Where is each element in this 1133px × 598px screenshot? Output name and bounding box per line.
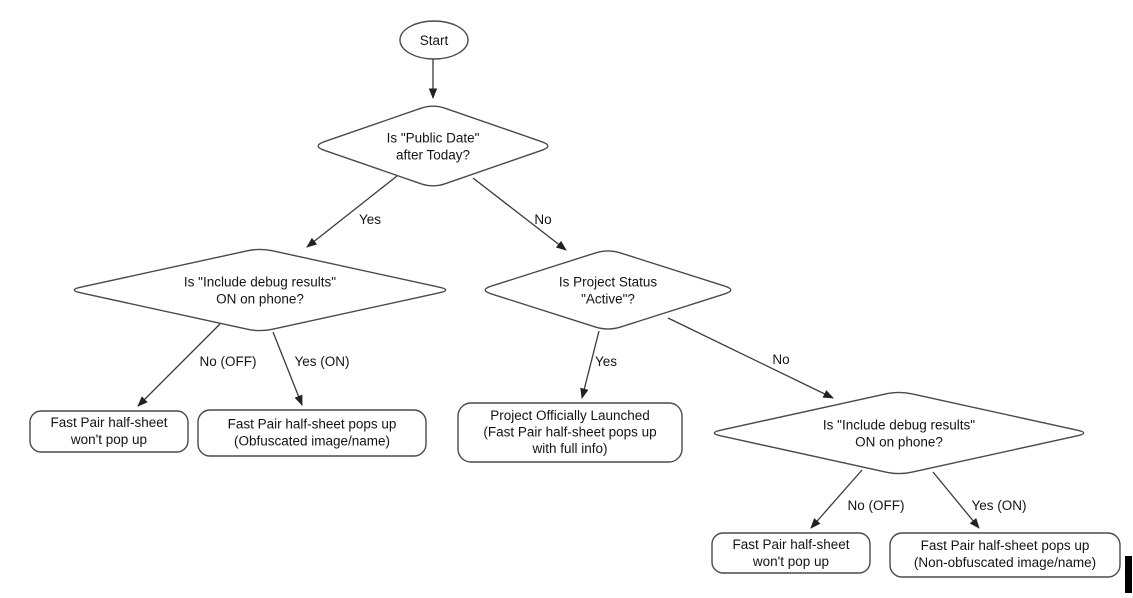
outcome-no-popup-left-line1: Fast Pair half-sheet [50, 415, 167, 430]
start-ellipse [399, 20, 469, 60]
outcome-non-obfuscated-line1: Fast Pair half-sheet pops up [921, 538, 1090, 553]
edge-labels: Yes No No (OFF) Yes (ON) Yes No No (OFF)… [200, 212, 1027, 513]
start-label: Start [420, 33, 449, 48]
edge-debug-right-yes [932, 471, 980, 529]
edge-debug-left-yes [272, 331, 303, 406]
outcome-obfuscated-box [197, 409, 427, 457]
node-outcome-no-popup-left: Fast Pair half-sheet won't pop up [29, 410, 189, 453]
node-outcome-obfuscated: Fast Pair half-sheet pops up (Obfuscated… [197, 409, 427, 457]
edge-project-status-yes [580, 330, 600, 399]
outcome-launched-box [457, 402, 683, 463]
outcome-no-popup-left-box [29, 410, 189, 453]
edge-project-status-no [667, 317, 834, 399]
node-outcome-no-popup-right: Fast Pair half-sheet won't pop up [711, 532, 871, 574]
node-decision-project-status: Is Project Status "Active"? [484, 250, 732, 330]
edge-label-debug-left-no: No (OFF) [200, 354, 257, 369]
edge-debug-right-no [810, 469, 863, 529]
outcome-obfuscated-line1: Fast Pair half-sheet pops up [228, 417, 397, 432]
decision-debug-right-line2: ON on phone? [855, 435, 943, 450]
outcome-no-popup-right-line2: won't pop up [752, 554, 829, 569]
text-cursor-bar [1125, 556, 1132, 593]
decision-project-status-diamond [484, 250, 732, 330]
outcome-obfuscated-line2: (Obfuscated image/name) [234, 434, 390, 449]
node-outcome-launched: Project Officially Launched (Fast Pair h… [457, 402, 683, 463]
outcome-non-obfuscated-box [889, 532, 1121, 578]
edge-debug-left-no [137, 323, 221, 407]
edge-public-date-no [472, 177, 567, 251]
edge-label-project-status-yes: Yes [595, 354, 617, 369]
edges [137, 59, 980, 529]
decision-project-status-line1: Is Project Status [559, 275, 658, 290]
decision-debug-right-line1: Is "Include debug results" [823, 418, 975, 433]
decision-debug-left-diamond [73, 248, 447, 332]
decision-debug-right-diamond [713, 391, 1085, 475]
outcome-no-popup-right-line1: Fast Pair half-sheet [732, 537, 849, 552]
edge-label-debug-right-no: No (OFF) [848, 498, 905, 513]
edge-label-debug-left-yes: Yes (ON) [294, 354, 349, 369]
node-start: Start [399, 20, 469, 60]
outcome-launched-line1: Project Officially Launched [490, 408, 650, 423]
node-outcome-non-obfuscated: Fast Pair half-sheet pops up (Non-obfusc… [889, 532, 1121, 578]
decision-debug-left-line1: Is "Include debug results" [184, 275, 336, 290]
outcome-launched-line2: (Fast Pair half-sheet pops up [483, 425, 656, 440]
decision-public-date-line2: after Today? [396, 148, 470, 163]
decision-project-status-line2: "Active"? [581, 292, 635, 307]
outcome-launched-line3: with full info) [531, 441, 607, 456]
outcome-no-popup-left-line2: won't pop up [70, 432, 147, 447]
decision-public-date-line1: Is "Public Date" [387, 131, 480, 146]
edge-label-project-status-no: No [772, 352, 789, 367]
node-decision-debug-left: Is "Include debug results" ON on phone? [73, 248, 447, 332]
edge-label-debug-right-yes: Yes (ON) [971, 498, 1026, 513]
edge-label-public-date-no: No [534, 212, 551, 227]
decision-debug-left-line2: ON on phone? [216, 292, 304, 307]
node-decision-public-date: Is "Public Date" after Today? [317, 105, 549, 187]
outcome-non-obfuscated-line2: (Non-obfuscated image/name) [914, 555, 1096, 570]
decision-public-date-diamond [317, 105, 549, 187]
edge-public-date-yes [306, 175, 398, 248]
edge-label-public-date-yes: Yes [359, 212, 381, 227]
outcome-no-popup-right-box [711, 532, 871, 574]
node-decision-debug-right: Is "Include debug results" ON on phone? [713, 391, 1085, 475]
